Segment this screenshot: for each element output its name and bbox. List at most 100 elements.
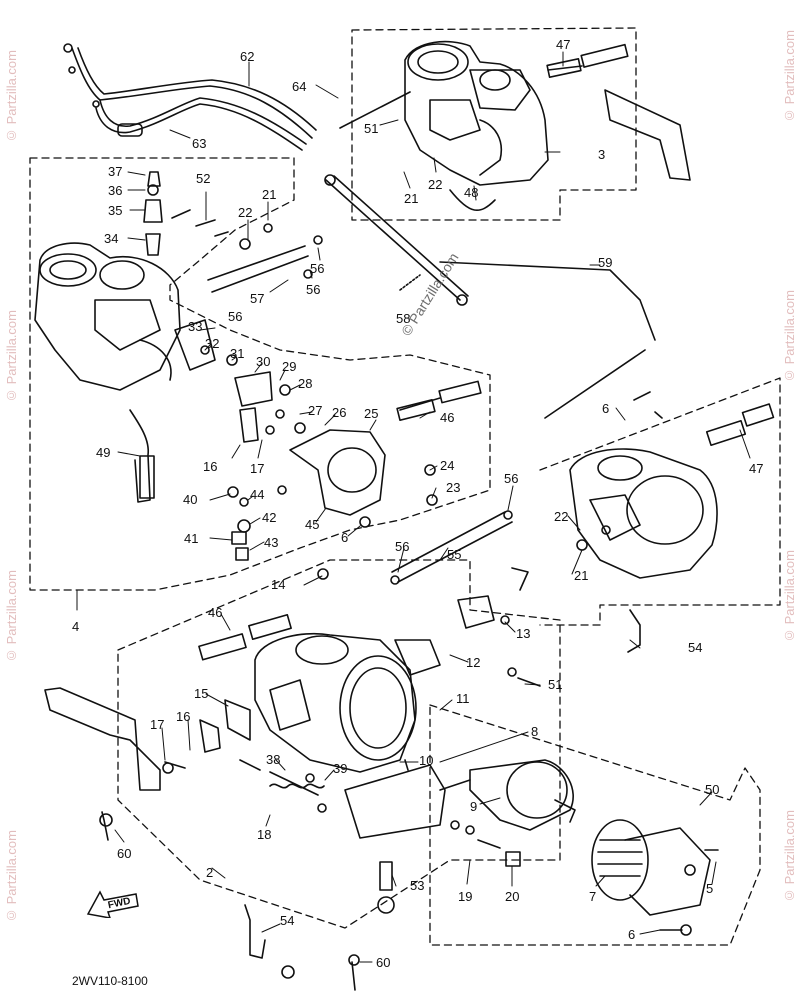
callout-6: 6 <box>602 401 610 416</box>
callout-17: 17 <box>150 717 165 732</box>
callout-37: 37 <box>108 164 123 179</box>
callout-19: 19 <box>458 889 473 904</box>
callout-58: 58 <box>396 311 411 326</box>
watermark: © Partzilla.com <box>4 310 19 404</box>
callout-22: 22 <box>554 509 569 524</box>
callout-47: 47 <box>749 461 764 476</box>
callout-59: 59 <box>598 255 613 270</box>
callout-16: 16 <box>203 459 218 474</box>
callout-6: 6 <box>628 927 636 942</box>
leader-lines <box>76 51 751 963</box>
callout-23: 23 <box>446 480 461 495</box>
group-5-8-outline <box>429 704 761 946</box>
callout-45: 45 <box>305 517 320 532</box>
watermark: © Partzilla.com <box>782 30 797 124</box>
callout-64: 64 <box>292 79 307 94</box>
callout-56: 56 <box>228 309 243 324</box>
callout-40: 40 <box>183 492 198 507</box>
callout-43: 43 <box>264 535 279 550</box>
callout-51: 51 <box>364 121 379 136</box>
watermark: © Partzilla.com <box>4 570 19 664</box>
watermark: © Partzilla.com <box>782 810 797 904</box>
callout-50: 50 <box>705 782 720 797</box>
vacuum-piston-assembly <box>344 759 711 916</box>
callout-29: 29 <box>282 359 297 374</box>
callout-33: 33 <box>188 319 203 334</box>
carburetor-top <box>339 40 691 211</box>
callout-42: 42 <box>262 510 277 525</box>
callout-47: 47 <box>556 37 571 52</box>
callout-7: 7 <box>589 889 597 904</box>
callout-39: 39 <box>333 761 348 776</box>
callout-30: 30 <box>256 354 271 369</box>
callout-32: 32 <box>205 336 220 351</box>
callout-34: 34 <box>104 231 119 246</box>
callout-57: 57 <box>250 291 265 306</box>
callout-60: 60 <box>117 846 132 861</box>
callout-21: 21 <box>262 187 277 202</box>
callout-62: 62 <box>240 49 255 64</box>
carburetor-left <box>34 171 273 503</box>
callout-4: 4 <box>72 619 80 634</box>
callout-12: 12 <box>466 655 481 670</box>
callout-10: 10 <box>419 753 434 768</box>
callout-16: 16 <box>176 709 191 724</box>
callout-56: 56 <box>395 539 410 554</box>
callout-46: 46 <box>440 410 455 425</box>
forward-arrow-icon <box>86 890 139 918</box>
callout-44: 44 <box>250 487 265 502</box>
callout-56: 56 <box>310 261 325 276</box>
callout-18: 18 <box>257 827 272 842</box>
callout-51: 51 <box>548 677 563 692</box>
callout-15: 15 <box>194 686 209 701</box>
callout-2: 2 <box>206 865 214 880</box>
callout-27: 27 <box>308 403 323 418</box>
callout-17: 17 <box>250 461 265 476</box>
callout-36: 36 <box>108 183 123 198</box>
callout-9: 9 <box>470 799 478 814</box>
watermark: © Partzilla.com <box>782 290 797 384</box>
group-outlines <box>29 27 781 946</box>
callout-56: 56 <box>306 282 321 297</box>
callout-21: 21 <box>404 191 419 206</box>
callout-3: 3 <box>598 147 606 162</box>
sync-rods <box>198 510 513 661</box>
watermark: © Partzilla.com <box>782 550 797 644</box>
carburetor-lower <box>254 567 541 773</box>
callout-31: 31 <box>230 346 245 361</box>
diagram-code: 2WV110-8100 <box>72 974 148 988</box>
callout-41: 41 <box>184 531 199 546</box>
callout-56: 56 <box>504 471 519 486</box>
lower-left-brackets <box>44 687 327 841</box>
callout-52: 52 <box>196 171 211 186</box>
callout-60: 60 <box>376 955 391 970</box>
watermark: © Partzilla.com <box>4 830 19 924</box>
callout-21: 21 <box>574 568 589 583</box>
callout-14: 14 <box>271 577 286 592</box>
callout-54: 54 <box>280 913 295 928</box>
callout-55: 55 <box>447 547 462 562</box>
callout-24: 24 <box>440 458 455 473</box>
callout-6: 6 <box>341 530 349 545</box>
carburetor-middle-parts <box>174 319 482 561</box>
callout-28: 28 <box>298 376 313 391</box>
group-2-outline <box>117 559 561 929</box>
group-3-outline <box>351 27 637 221</box>
callout-13: 13 <box>516 626 531 641</box>
callout-63: 63 <box>192 136 207 151</box>
callout-54: 54 <box>688 640 703 655</box>
group-4-outline <box>29 157 491 591</box>
callout-25: 25 <box>364 406 379 421</box>
callout-5: 5 <box>706 881 714 896</box>
callout-22: 22 <box>428 177 443 192</box>
carburetor-right <box>569 391 775 653</box>
callout-22: 22 <box>238 205 253 220</box>
callout-49: 49 <box>96 445 111 460</box>
lower-small-parts <box>244 849 719 991</box>
callout-38: 38 <box>266 752 281 767</box>
watermark: © Partzilla.com <box>4 50 19 144</box>
callout-48: 48 <box>464 185 479 200</box>
callout-26: 26 <box>332 405 347 420</box>
